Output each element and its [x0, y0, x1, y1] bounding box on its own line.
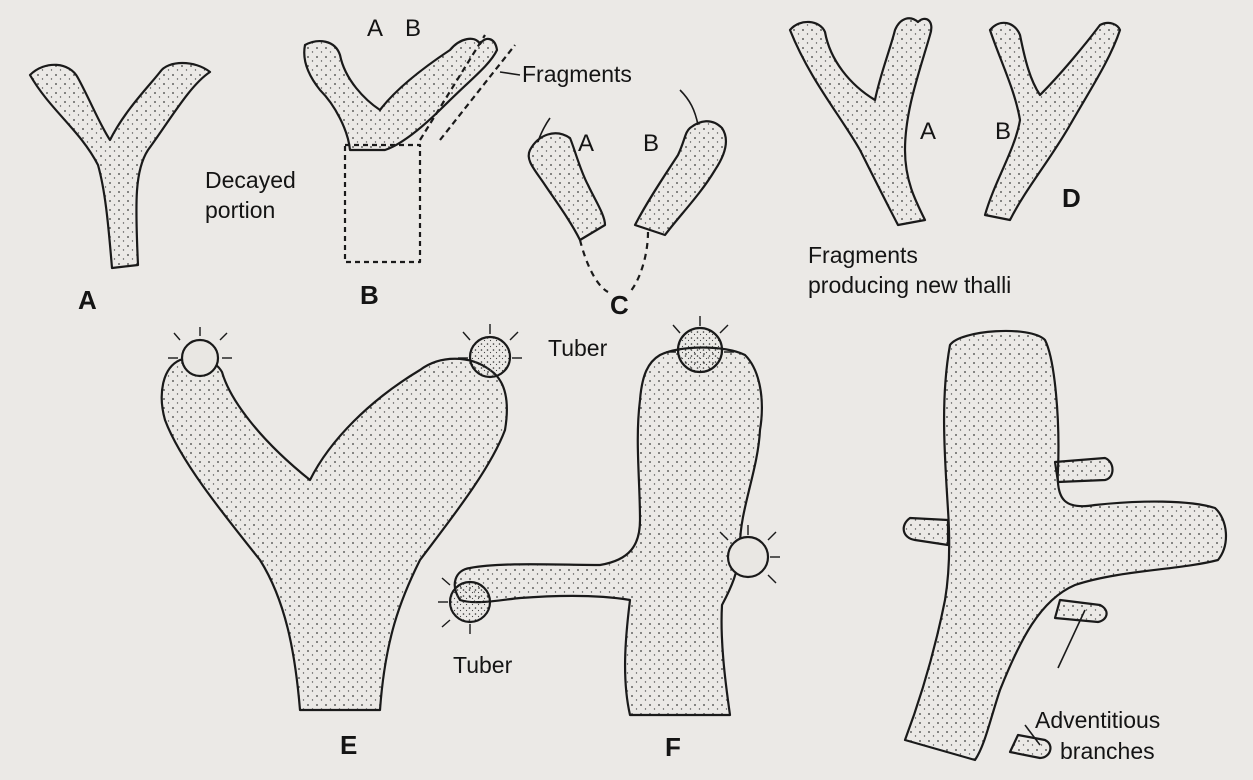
thallus-adventitious — [905, 331, 1226, 760]
adventitious-branch-4 — [1010, 735, 1050, 758]
new-thalli-label-2: producing new thalli — [808, 272, 1011, 299]
fragments-label: Fragments — [522, 61, 632, 88]
fragment-label-a: A — [578, 130, 594, 158]
branch-label-b-b: B — [405, 15, 421, 43]
tuber-e-left — [182, 340, 218, 376]
adventitious-label-1: Adventitious — [1035, 707, 1160, 734]
branch-label-d-b: B — [995, 118, 1011, 146]
thallus-a — [30, 63, 210, 268]
figure-label-a: A — [78, 285, 97, 316]
new-thalli-label-1: Fragments — [808, 242, 918, 269]
tuber-e-right — [470, 337, 510, 377]
tuber-f-left — [450, 582, 490, 622]
figure-label-f: F — [665, 732, 681, 763]
fragment-label-b: B — [643, 130, 659, 158]
adventitious-branch-1 — [1055, 458, 1113, 482]
figure-label-e: E — [340, 730, 357, 761]
tuber-f-top — [678, 328, 722, 372]
decayed-label-2: portion — [205, 197, 275, 224]
figure-label-b: B — [360, 280, 379, 311]
decayed-portion — [345, 145, 420, 262]
thallus-d-left — [790, 18, 931, 225]
adventitious-branch-2 — [904, 518, 948, 545]
adventitious-label-2: branches — [1060, 738, 1155, 765]
tuber-f-right — [728, 537, 768, 577]
tuber-label-left: Tuber — [453, 652, 512, 679]
decayed-label-1: Decayed — [205, 167, 296, 194]
figure-label-c: C — [610, 290, 629, 321]
branch-label-d-a: A — [920, 118, 936, 146]
branch-label-b-a: A — [367, 15, 383, 43]
tuber-label-top: Tuber — [548, 335, 607, 362]
figure-label-d: D — [1062, 183, 1081, 214]
thallus-b — [304, 39, 497, 150]
